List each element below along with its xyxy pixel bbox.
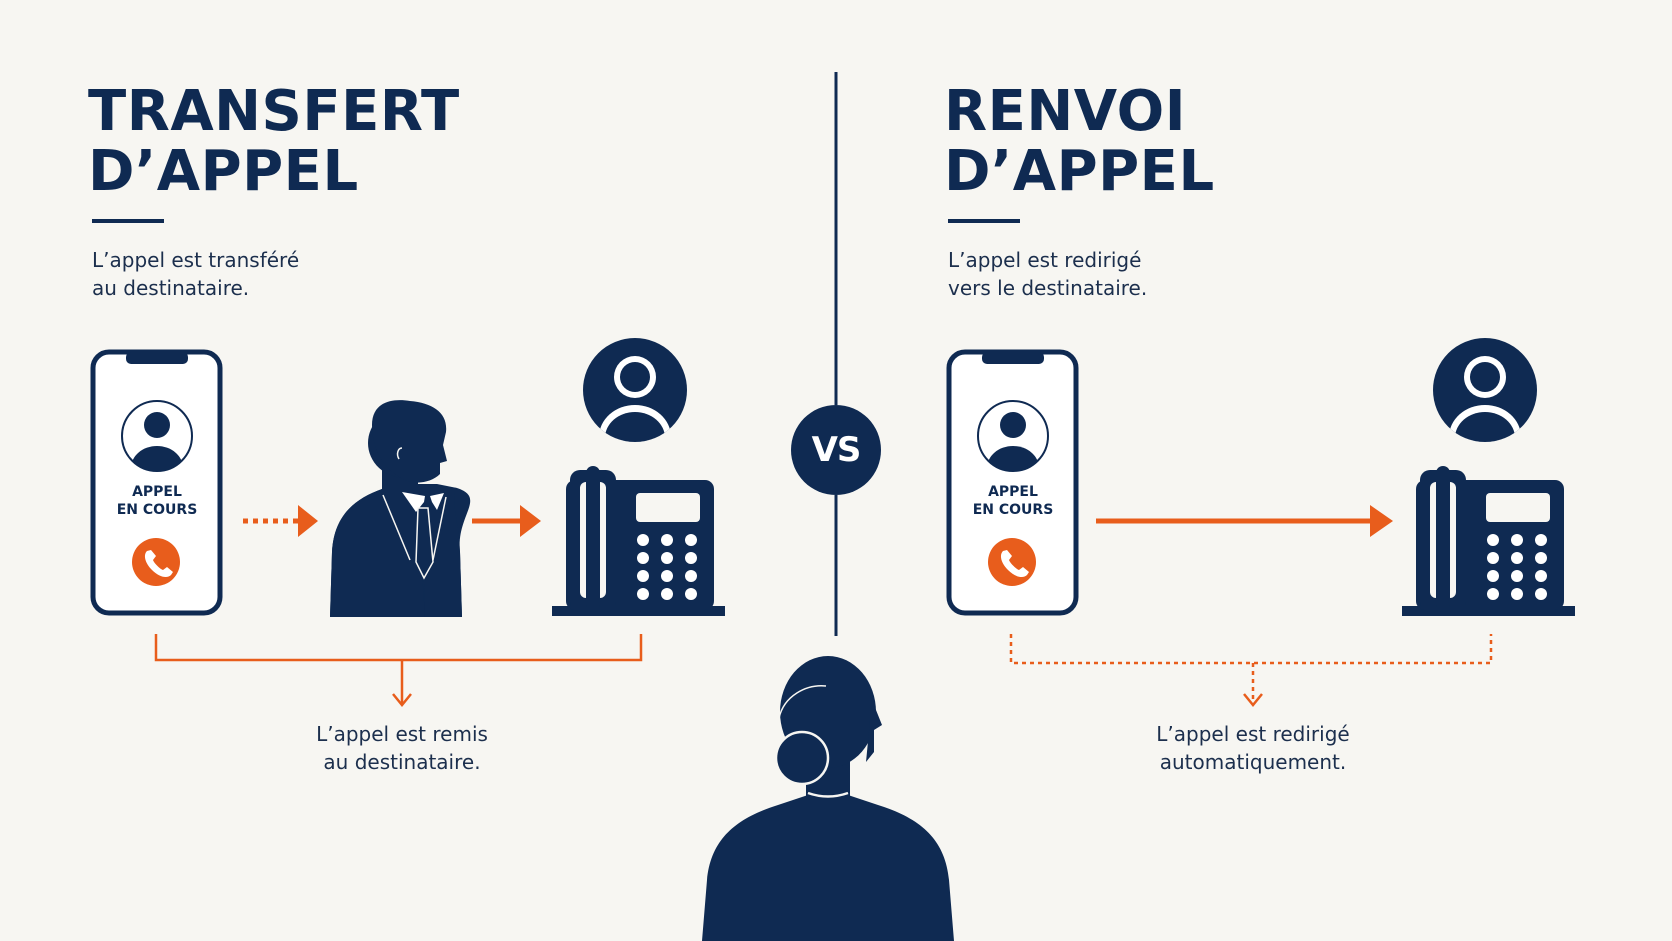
right-description-line-2: vers le destinataire. [948,276,1148,300]
right-phone-status-line-1: APPEL [988,484,1038,500]
left-description-line-2: au destinataire. [92,276,250,300]
right-caption-line-1: L’appel est redirigé [1156,722,1350,746]
businessman-silhouette-icon [330,400,471,617]
left-description-line-1: L’appel est transféré [92,248,300,272]
right-smartphone-icon [946,349,1079,616]
vs-label: VS [811,430,862,470]
left-phone-call-icon [132,538,180,586]
left-desk-phone-icon [552,466,725,616]
left-title-underline [92,219,164,223]
right-recipient-avatar-icon [1433,338,1537,442]
left-phone-status-line-1: APPEL [132,484,182,500]
right-desk-phone-icon [1402,466,1575,616]
right-title-line-1: RENVOI [944,79,1187,144]
left-title-line-1: TRANSFERT [88,79,460,144]
right-title-underline [948,219,1020,223]
left-arrow-right-icon [472,505,541,537]
left-bracket-arrow-down-icon [154,634,643,707]
vs-badge [791,405,881,495]
left-caller-avatar-icon [121,400,193,472]
left-dotted-arrow-icon [243,505,318,537]
right-caption-line-2: automatiquement. [1159,750,1347,774]
left-recipient-avatar-icon [583,338,687,442]
receptionist-silhouette-icon [702,656,954,941]
left-caption-line-2: au destinataire. [323,750,481,774]
right-description-line-1: L’appel est redirigé [948,248,1142,272]
left-caption-line-1: L’appel est remis [316,722,488,746]
right-phone-call-icon [988,538,1036,586]
right-dotted-bracket-arrow-down-icon [1009,634,1493,707]
left-title-line-2: D’APPEL [88,139,359,204]
left-phone-status-line-2: EN COURS [116,502,198,518]
left-smartphone-icon [90,349,223,616]
right-arrow-right-icon [1096,505,1393,537]
right-phone-status-line-2: EN COURS [972,502,1054,518]
right-title-line-2: D’APPEL [944,139,1215,204]
right-caller-avatar-icon [977,400,1049,472]
